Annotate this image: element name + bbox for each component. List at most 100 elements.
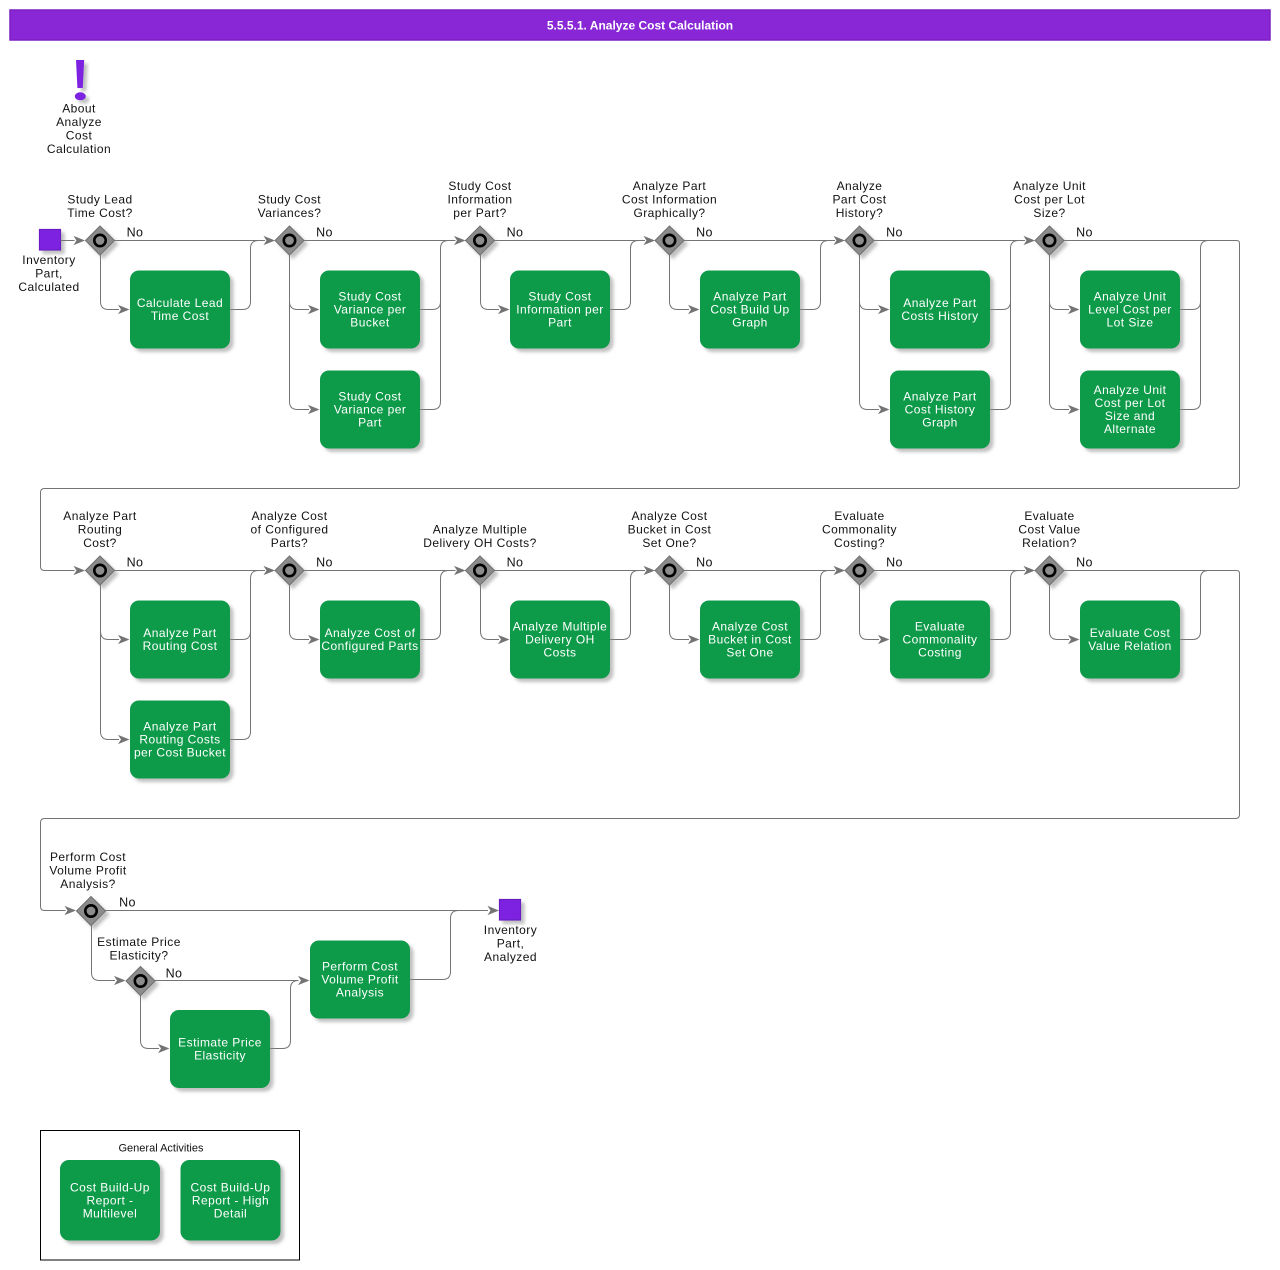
svg-text:Lot Size: Lot Size — [1107, 316, 1154, 330]
svg-text:Variances?: Variances? — [258, 206, 322, 220]
svg-text:Study Cost: Study Cost — [258, 193, 321, 207]
svg-text:Analyze Unit: Analyze Unit — [1094, 290, 1167, 304]
svg-text:Study Cost: Study Cost — [448, 179, 511, 193]
svg-text:Inventory: Inventory — [484, 923, 537, 937]
svg-text:Analysis?: Analysis? — [60, 877, 115, 891]
svg-text:Analyze: Analyze — [837, 179, 883, 193]
svg-text:Analyze: Analyze — [56, 115, 102, 129]
svg-text:No: No — [507, 556, 524, 570]
svg-text:Size and: Size and — [1105, 409, 1155, 423]
svg-text:5.5.5.1. Analyze Cost Calculat: 5.5.5.1. Analyze Cost Calculation — [547, 19, 733, 33]
svg-text:Part,: Part, — [35, 267, 63, 281]
svg-text:Cost Value: Cost Value — [1018, 523, 1080, 537]
svg-text:per Part?: per Part? — [453, 206, 506, 220]
svg-text:Calculate Lead: Calculate Lead — [137, 296, 223, 310]
svg-text:Analyze Multiple: Analyze Multiple — [513, 620, 608, 634]
svg-text:of Configured: of Configured — [251, 523, 329, 537]
svg-text:Analyze Cost: Analyze Cost — [251, 509, 327, 523]
svg-text:per Cost Bucket: per Cost Bucket — [134, 746, 226, 760]
svg-text:No: No — [316, 226, 333, 240]
svg-text:General Activities: General Activities — [119, 1143, 204, 1155]
svg-text:Delivery OH Costs?: Delivery OH Costs? — [423, 536, 536, 550]
svg-text:Analyze Unit: Analyze Unit — [1094, 383, 1167, 397]
svg-text:About: About — [62, 102, 96, 116]
svg-text:Part: Part — [548, 316, 572, 330]
svg-text:Multilevel: Multilevel — [83, 1207, 138, 1221]
svg-text:Part: Part — [358, 416, 382, 430]
svg-text:Configured Parts: Configured Parts — [321, 639, 418, 653]
svg-text:Calculation: Calculation — [47, 142, 111, 156]
svg-text:Volume Profit: Volume Profit — [49, 864, 126, 878]
svg-text:Study Lead: Study Lead — [67, 193, 132, 207]
svg-text:Cost Information: Cost Information — [622, 193, 717, 207]
svg-text:No: No — [886, 556, 903, 570]
svg-text:Variance per: Variance per — [334, 403, 407, 417]
svg-text:Cost?: Cost? — [83, 536, 117, 550]
svg-text:No: No — [886, 226, 903, 240]
svg-text:Value Relation: Value Relation — [1088, 639, 1171, 653]
svg-text:Analyze Part: Analyze Part — [143, 720, 217, 734]
svg-text:Cost per Lot: Cost per Lot — [1014, 193, 1085, 207]
svg-text:Study Cost: Study Cost — [528, 290, 591, 304]
svg-text:Variance per: Variance per — [334, 303, 407, 317]
svg-text:Information per: Information per — [516, 303, 603, 317]
svg-text:History?: History? — [836, 206, 884, 220]
svg-text:Level Cost per: Level Cost per — [1088, 303, 1172, 317]
svg-text:Perform Cost: Perform Cost — [50, 850, 126, 864]
svg-text:Estimate Price: Estimate Price — [178, 1036, 262, 1050]
svg-text:Analyze Part: Analyze Part — [633, 179, 707, 193]
svg-text:Routing: Routing — [78, 523, 123, 537]
svg-text:Analyze Part: Analyze Part — [903, 296, 977, 310]
svg-text:No: No — [696, 556, 713, 570]
svg-text:No: No — [316, 556, 333, 570]
svg-text:Information: Information — [448, 193, 513, 207]
svg-text:Elasticity: Elasticity — [194, 1049, 246, 1063]
svg-text:Cost Build-Up: Cost Build-Up — [191, 1181, 271, 1195]
svg-text:Costing?: Costing? — [834, 536, 885, 550]
svg-text:Analyze Part: Analyze Part — [903, 390, 977, 404]
svg-text:Bucket in Cost: Bucket in Cost — [628, 523, 712, 537]
svg-text:Routing Cost: Routing Cost — [143, 639, 218, 653]
svg-text:No: No — [1076, 226, 1093, 240]
svg-text:Analyze Unit: Analyze Unit — [1013, 179, 1086, 193]
svg-text:Bucket: Bucket — [350, 316, 390, 330]
svg-text:Study Cost: Study Cost — [338, 390, 401, 404]
svg-text:Cost History: Cost History — [905, 403, 976, 417]
svg-text:Costs History: Costs History — [901, 309, 978, 323]
svg-text:Commonality: Commonality — [822, 523, 897, 537]
svg-text:Time Cost?: Time Cost? — [67, 206, 132, 220]
svg-text:Costs: Costs — [544, 646, 577, 660]
svg-text:Elasticity?: Elasticity? — [110, 949, 169, 963]
svg-text:Analysis: Analysis — [336, 986, 384, 1000]
svg-text:Bucket in Cost: Bucket in Cost — [708, 633, 792, 647]
svg-text:Part,: Part, — [497, 937, 525, 951]
svg-text:Volume Profit: Volume Profit — [321, 973, 398, 987]
svg-text:No: No — [119, 896, 136, 910]
svg-text:Part Cost: Part Cost — [832, 193, 886, 207]
svg-text:No: No — [166, 967, 183, 981]
svg-text:Inventory: Inventory — [22, 253, 75, 267]
svg-text:Graph: Graph — [922, 416, 958, 430]
svg-text:Costing: Costing — [918, 646, 962, 660]
svg-text:Commonality: Commonality — [903, 633, 978, 647]
svg-text:Analyze Part: Analyze Part — [713, 290, 787, 304]
svg-text:Report -: Report - — [87, 1194, 134, 1208]
svg-text:Cost Build-Up: Cost Build-Up — [70, 1181, 150, 1195]
svg-text:Calculated: Calculated — [18, 280, 79, 294]
svg-text:Relation?: Relation? — [1022, 536, 1077, 550]
svg-text:Evaluate: Evaluate — [834, 509, 884, 523]
svg-text:Analyze Cost: Analyze Cost — [631, 509, 707, 523]
svg-text:Analyzed: Analyzed — [484, 950, 537, 964]
svg-text:Analyze Multiple: Analyze Multiple — [433, 523, 528, 537]
svg-text:Routing Costs: Routing Costs — [139, 733, 220, 747]
svg-text:Cost: Cost — [66, 129, 93, 143]
svg-text:Analyze Part: Analyze Part — [63, 509, 137, 523]
svg-text:Graph: Graph — [732, 316, 768, 330]
svg-text:Graphically?: Graphically? — [633, 206, 705, 220]
svg-text:No: No — [507, 226, 524, 240]
svg-text:Perform Cost: Perform Cost — [322, 960, 398, 974]
svg-text:Time Cost: Time Cost — [151, 309, 209, 323]
svg-text:Size?: Size? — [1033, 206, 1065, 220]
svg-text:Report - High: Report - High — [192, 1194, 269, 1208]
svg-text:Analyze Part: Analyze Part — [143, 626, 217, 640]
